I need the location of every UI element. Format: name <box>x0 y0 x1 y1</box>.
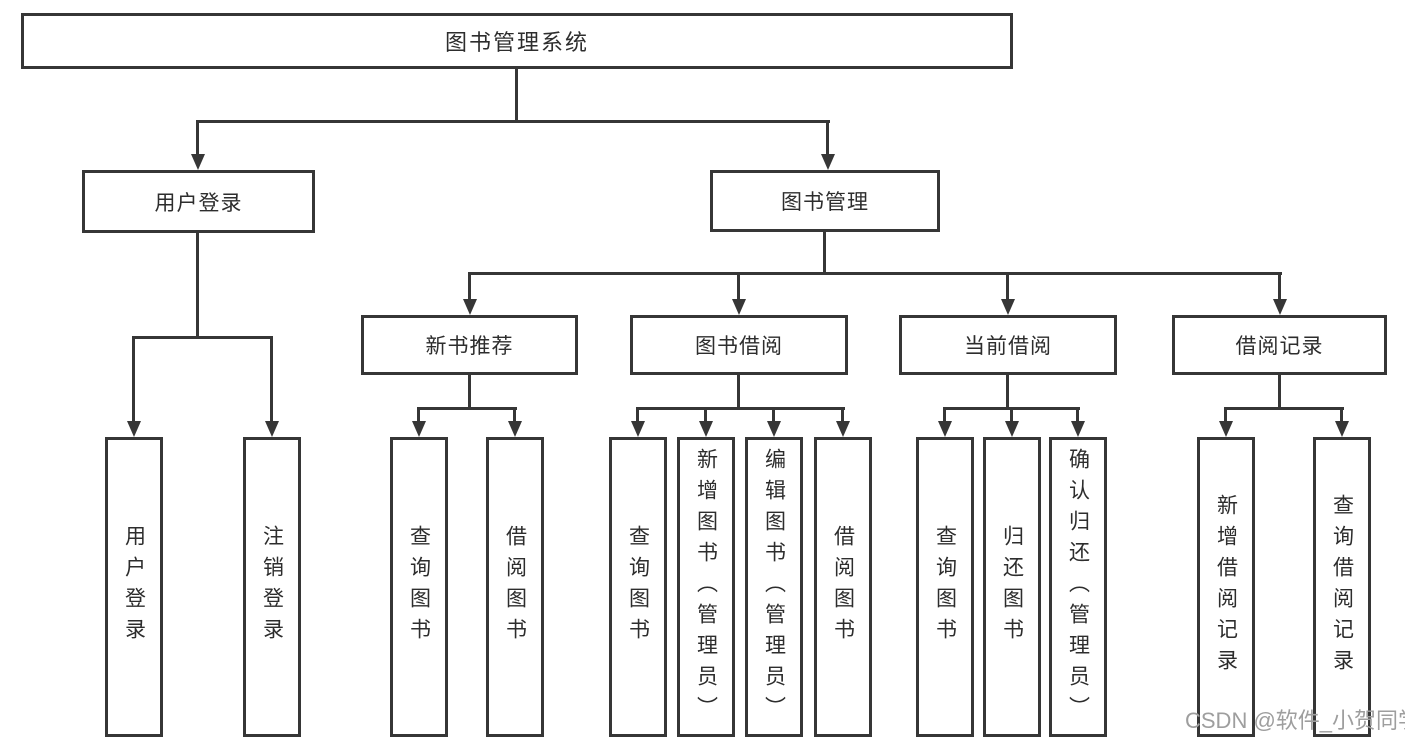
connector-new-rec-splitter <box>417 407 517 410</box>
leaf-user-login: 用户登录 <box>105 437 163 737</box>
arrowhead-down-icon <box>412 421 426 437</box>
node-user-login: 用户登录 <box>82 170 315 233</box>
connector-leaf <box>636 407 639 422</box>
arrowhead-down-icon <box>699 421 713 437</box>
connector-book-mgmt-splitter <box>468 272 1282 275</box>
arrowhead-down-icon <box>1219 421 1233 437</box>
connector-to-book-management <box>826 120 829 155</box>
connector-book-mgmt-stub <box>823 232 826 272</box>
connector-user-login-splitter <box>132 336 273 339</box>
arrowhead-down-icon <box>463 299 477 315</box>
connector-to-current-borrowing <box>1006 272 1009 300</box>
connector-leaf <box>1340 407 1343 422</box>
connector-leaf <box>513 407 516 422</box>
connector-leaf <box>841 407 844 422</box>
arrowhead-down-icon <box>508 421 522 437</box>
arrowhead-down-icon <box>631 421 645 437</box>
arrowhead-down-icon <box>127 421 141 437</box>
csdn-watermark: CSDN @软件_小贺同学 <box>1185 708 1405 733</box>
leaf-query-books-1: 查询图书 <box>390 437 448 737</box>
leaf-query-borrow-record: 查询借阅记录 <box>1313 437 1371 737</box>
leaf-borrow-books-1: 借阅图书 <box>486 437 544 737</box>
connector-current-borrow-stub <box>1006 375 1009 407</box>
leaf-logout: 注销登录 <box>243 437 301 737</box>
arrowhead-down-icon <box>732 299 746 315</box>
arrowhead-down-icon <box>1005 421 1019 437</box>
node-borrowing-records: 借阅记录 <box>1172 315 1387 375</box>
connector-to-leaf-logout <box>270 336 273 422</box>
connector-to-leaf-user-login <box>132 336 135 422</box>
arrowhead-down-icon <box>265 421 279 437</box>
connector-borrow-records-stub <box>1278 375 1281 407</box>
node-book-borrowing: 图书借阅 <box>630 315 848 375</box>
connector-leaf <box>704 407 707 422</box>
node-current-borrowing: 当前借阅 <box>899 315 1117 375</box>
connector-leaf <box>417 407 420 422</box>
connector-borrow-records-splitter <box>1224 407 1344 410</box>
leaf-edit-book-admin: 编辑图书（管理员） <box>745 437 803 737</box>
arrowhead-down-icon <box>938 421 952 437</box>
leaf-return-book: 归还图书 <box>983 437 1041 737</box>
connector-user-login-stub <box>196 233 199 336</box>
arrowhead-down-icon <box>767 421 781 437</box>
leaf-add-borrow-record: 新增借阅记录 <box>1197 437 1255 737</box>
connector-to-user-login <box>196 120 199 155</box>
connector-book-borrow-splitter <box>636 407 845 410</box>
leaf-borrow-books-2: 借阅图书 <box>814 437 872 737</box>
leaf-query-books-3: 查询图书 <box>916 437 974 737</box>
leaf-query-books-2: 查询图书 <box>609 437 667 737</box>
arrowhead-down-icon <box>1071 421 1085 437</box>
arrowhead-down-icon <box>836 421 850 437</box>
connector-leaf <box>1076 407 1079 422</box>
node-new-book-recommendation: 新书推荐 <box>361 315 578 375</box>
leaf-confirm-return-admin: 确认归还（管理员） <box>1049 437 1107 737</box>
node-root-library-system: 图书管理系统 <box>21 13 1013 69</box>
arrowhead-down-icon <box>1273 299 1287 315</box>
arrowhead-down-icon <box>1335 421 1349 437</box>
connector-to-book-borrowing <box>737 272 740 300</box>
connector-leaf <box>943 407 946 422</box>
connector-root-splitter <box>196 120 830 123</box>
connector-leaf <box>772 407 775 422</box>
node-book-management: 图书管理 <box>710 170 940 232</box>
connector-new-rec-stub <box>468 375 471 407</box>
connector-book-borrow-stub <box>737 375 740 407</box>
arrowhead-down-icon <box>191 154 205 170</box>
connector-leaf <box>1010 407 1013 422</box>
arrowhead-down-icon <box>1001 299 1015 315</box>
connector-to-borrow-records <box>1278 272 1281 300</box>
connector-leaf <box>1224 407 1227 422</box>
arrowhead-down-icon <box>821 154 835 170</box>
connector-root-stub <box>515 69 518 120</box>
leaf-add-book-admin: 新增图书（管理员） <box>677 437 735 737</box>
connector-to-new-book-rec <box>468 272 471 300</box>
